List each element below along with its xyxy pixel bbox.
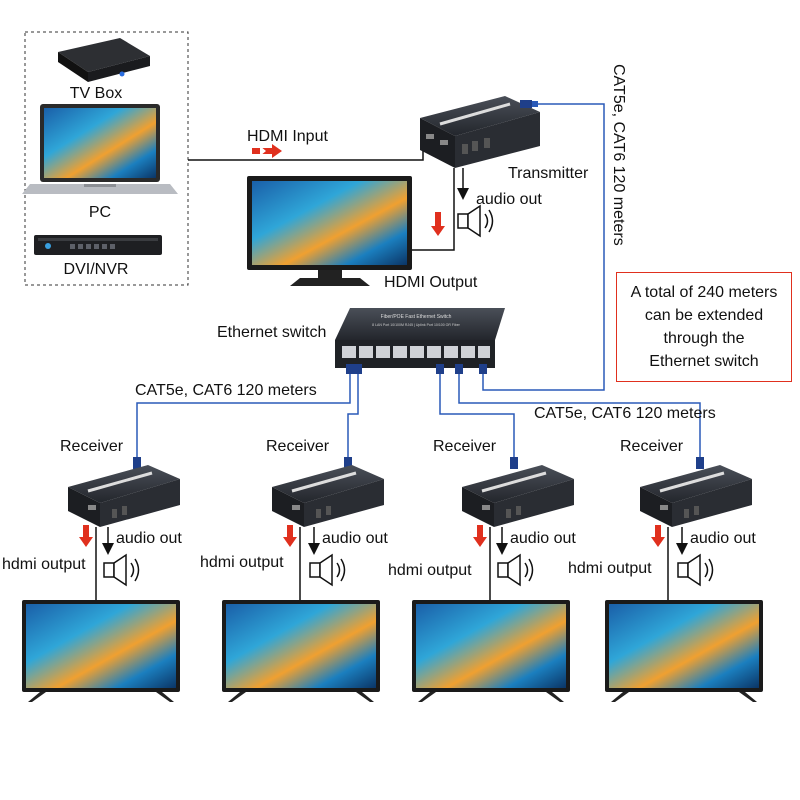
cable-left-label: CAT5e, CAT6 120 meters xyxy=(135,382,317,399)
cable-vertical-label: CAT5e, CAT6 120 meters xyxy=(610,64,627,246)
tv-box-label: TV Box xyxy=(70,85,122,102)
source-group-box xyxy=(24,31,189,286)
receiver-output-arrow xyxy=(79,525,93,547)
hdmi-input-cable xyxy=(188,147,424,161)
hdmi-input-label: HDMI Input xyxy=(247,128,328,145)
receiver-label: Receiver xyxy=(433,438,497,455)
tv-monitor xyxy=(22,600,180,702)
transmitter-device xyxy=(420,96,540,168)
transmitter-output-arrow xyxy=(431,212,445,236)
dvr-label: DVI/NVR xyxy=(64,261,129,278)
tv-monitor xyxy=(412,600,570,702)
receiver-output-arrow xyxy=(283,525,297,547)
rj45-connector-icon xyxy=(344,457,352,469)
hdmi-input-arrow xyxy=(252,144,282,158)
receiver-hdmi-output-label: hdmi output xyxy=(2,556,86,573)
ethernet-switch-device: Fiber/POE Fast Ethernet Switch 8 LAN Por… xyxy=(335,308,505,368)
receiver-hdmi-output-label: hdmi output xyxy=(388,562,472,579)
receiver-audio-label: audio out xyxy=(116,530,182,547)
dvr-icon xyxy=(34,235,162,255)
rj45-connector-icon xyxy=(510,457,518,469)
speaker-icon xyxy=(457,204,494,238)
transmitter-label: Transmitter xyxy=(508,165,589,182)
note-text: A total of 240 meters can be extended th… xyxy=(630,284,778,370)
switch-panel-line2: 8 LAN Port 10/100M RJ45 | Uplink Port 10… xyxy=(372,323,461,327)
transmitter-audio-label: audio out xyxy=(476,191,542,208)
rj45-connector-icon xyxy=(520,100,538,108)
receiver-device xyxy=(640,465,752,527)
tv-box-icon xyxy=(58,38,150,82)
receiver-label: Receiver xyxy=(620,438,684,455)
receiver-unit: Receiver audio out hdmi output xyxy=(200,438,388,702)
rj45-connector-icon xyxy=(133,457,141,469)
uplink-cable xyxy=(482,103,605,391)
local-monitor xyxy=(247,176,412,286)
tv-monitor xyxy=(605,600,763,702)
speaker-icon xyxy=(309,553,346,587)
switch-connectors xyxy=(346,364,487,374)
transmitter-hdmi-output-label: HDMI Output xyxy=(384,274,478,291)
transmitter-hdmi-out-cable xyxy=(412,168,455,251)
receiver-output-arrow xyxy=(473,525,487,547)
receiver-unit: Receiver audio out hdmi output xyxy=(568,438,763,702)
receiver-hdmi-output-label: hdmi output xyxy=(568,560,652,577)
receiver-label: Receiver xyxy=(60,438,124,455)
receiver-device xyxy=(68,465,180,527)
receiver-cables xyxy=(136,372,701,468)
receiver-device xyxy=(462,465,574,527)
receiver-hdmi-output-label: hdmi output xyxy=(200,554,284,571)
receiver-output-arrow xyxy=(651,525,665,547)
switch-label: Ethernet switch xyxy=(217,324,326,341)
receiver-device xyxy=(272,465,384,527)
receiver-label: Receiver xyxy=(266,438,330,455)
receiver-audio-label: audio out xyxy=(322,530,388,547)
tv-monitor xyxy=(222,600,380,702)
receiver-unit: Receiver audio out hdmi output xyxy=(2,438,182,702)
pc-label: PC xyxy=(89,204,111,221)
speaker-icon xyxy=(497,553,534,587)
cable-right-label: CAT5e, CAT6 120 meters xyxy=(534,405,716,422)
laptop-icon xyxy=(22,104,178,194)
note-box: A total of 240 meters can be extended th… xyxy=(616,272,792,382)
receiver-audio-label: audio out xyxy=(690,530,756,547)
rj45-connector-icon xyxy=(696,457,704,469)
receiver-unit: Receiver audio out hdmi output xyxy=(388,438,576,702)
switch-panel-line1: Fiber/POE Fast Ethernet Switch xyxy=(381,314,452,320)
speaker-icon xyxy=(103,553,140,587)
speaker-icon xyxy=(677,553,714,587)
receiver-audio-label: audio out xyxy=(510,530,576,547)
